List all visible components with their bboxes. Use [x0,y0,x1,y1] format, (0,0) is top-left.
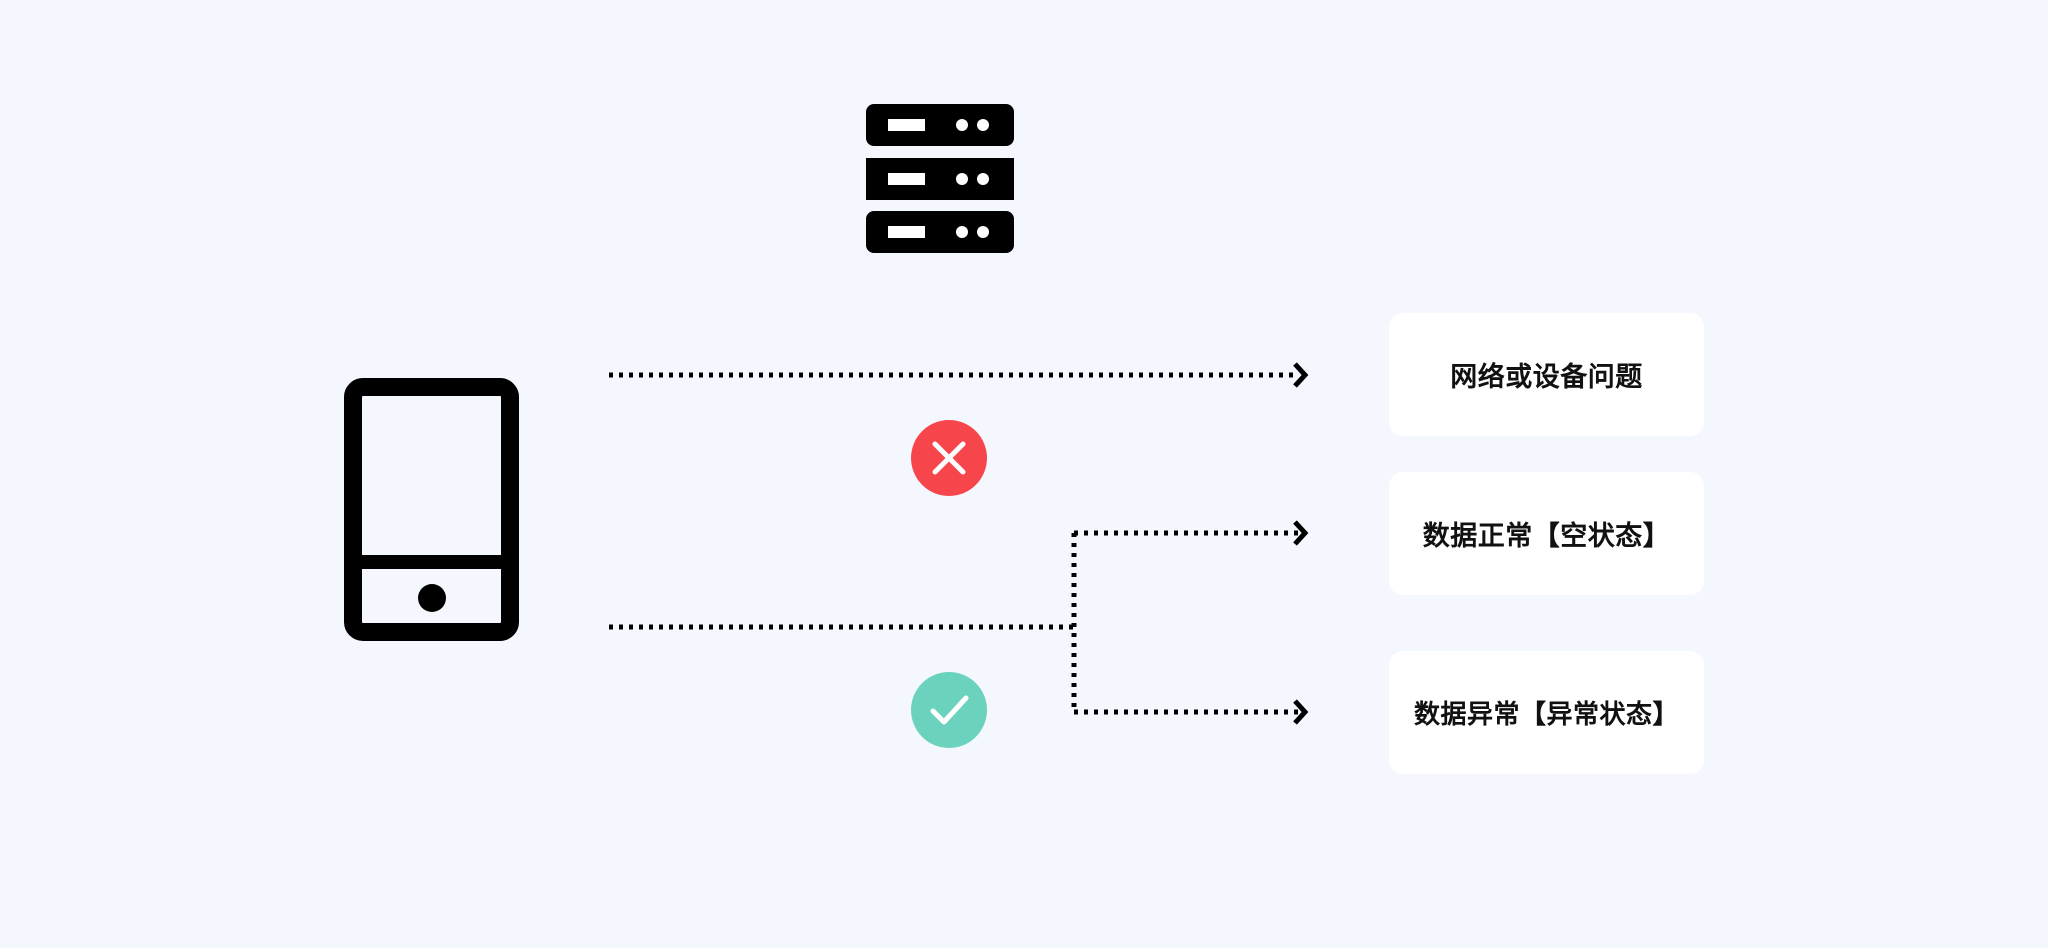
cross-circle-icon [911,420,987,496]
result-data-normal-empty: 数据正常【空状态】 [1389,472,1704,595]
check-circle-icon [911,672,987,748]
result-label: 数据异常【异常状态】 [1413,700,1679,730]
success-arrow [609,520,1309,725]
result-label: 网络或设备问题 [1450,362,1643,393]
server-icon [866,104,1014,253]
mobile-phone-icon [344,378,519,641]
result-data-abnormal: 数据异常【异常状态】 [1389,651,1704,774]
result-label: 数据正常【空状态】 [1422,521,1671,552]
failure-arrow [609,362,1309,388]
result-network-device-issue: 网络或设备问题 [1389,313,1704,436]
